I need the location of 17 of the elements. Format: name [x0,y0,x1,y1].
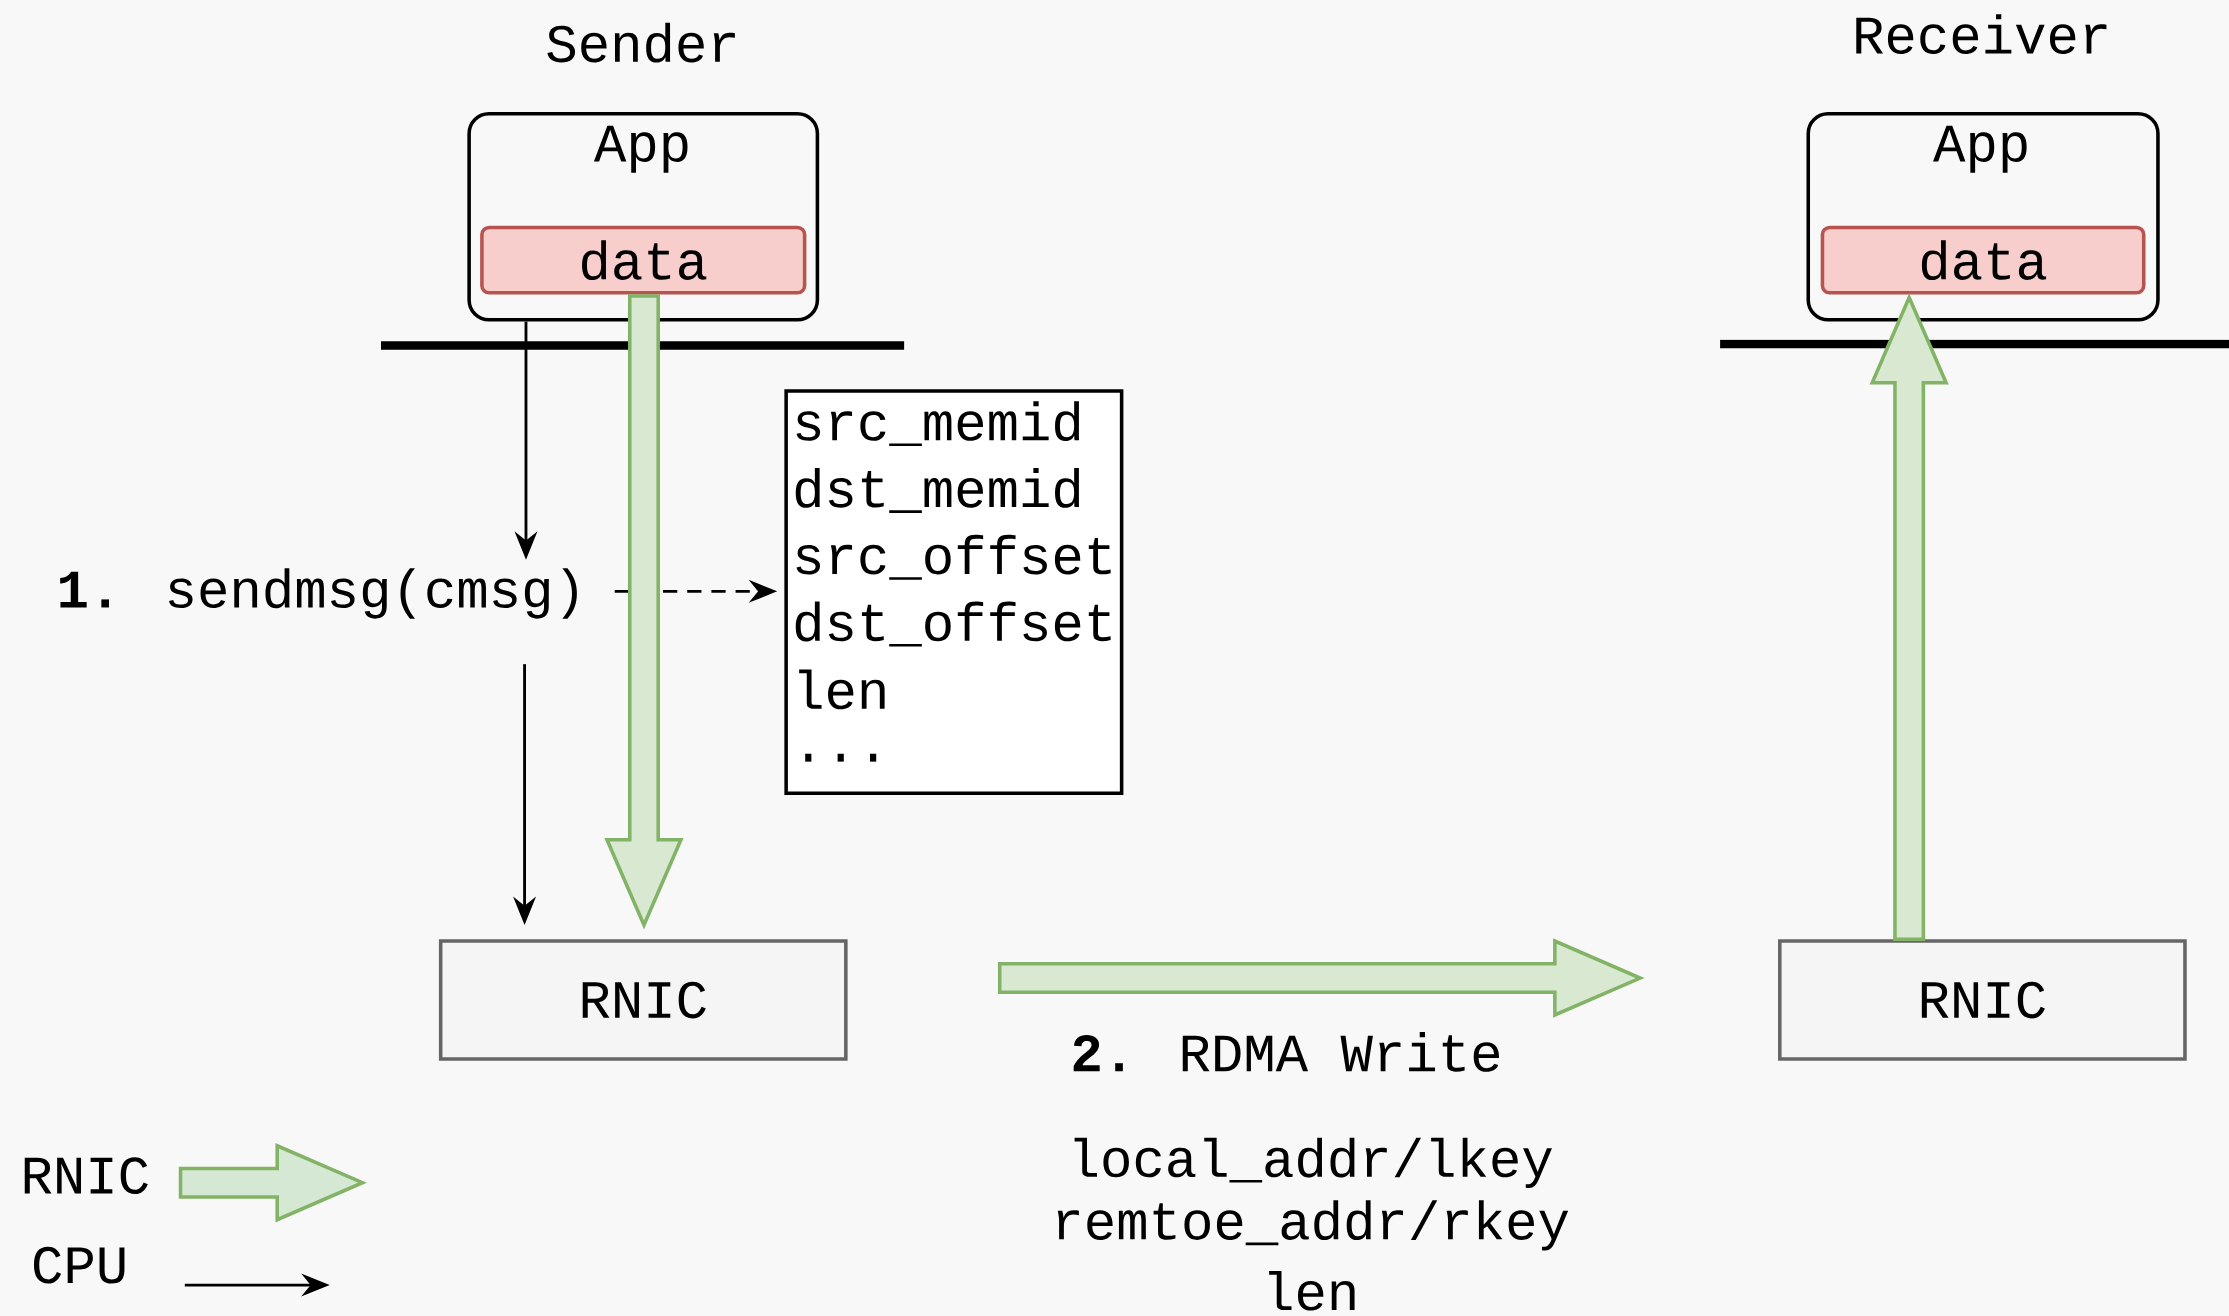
legend-label: CPU [33,1246,125,1284]
block-arrow [1869,292,1949,941]
block-arrow [997,938,1645,1018]
rnic-box: RNIC [1778,939,2187,1061]
heading: Receiver [1856,14,2107,54]
parameter-text: local_addr/lkey [1074,1137,1552,1188]
heading: Sender [547,22,735,63]
legend-label: RNIC [24,1157,148,1194]
block-arrow [604,294,684,930]
edge-label: 2. RDMA Write [1067,1029,1506,1075]
rnic-box: RNIC [438,939,848,1061]
parameter-text: remtoe_addr/rkey [1057,1200,1569,1251]
parameter-text: len [1269,1270,1355,1311]
data-box: data [1820,225,2146,295]
field-list: src_memid dst_memid src_offset dst_offset len ... [784,388,1124,795]
function-call: 1. sendmsg(cmsg) [60,568,577,619]
data-box: data [480,225,807,295]
